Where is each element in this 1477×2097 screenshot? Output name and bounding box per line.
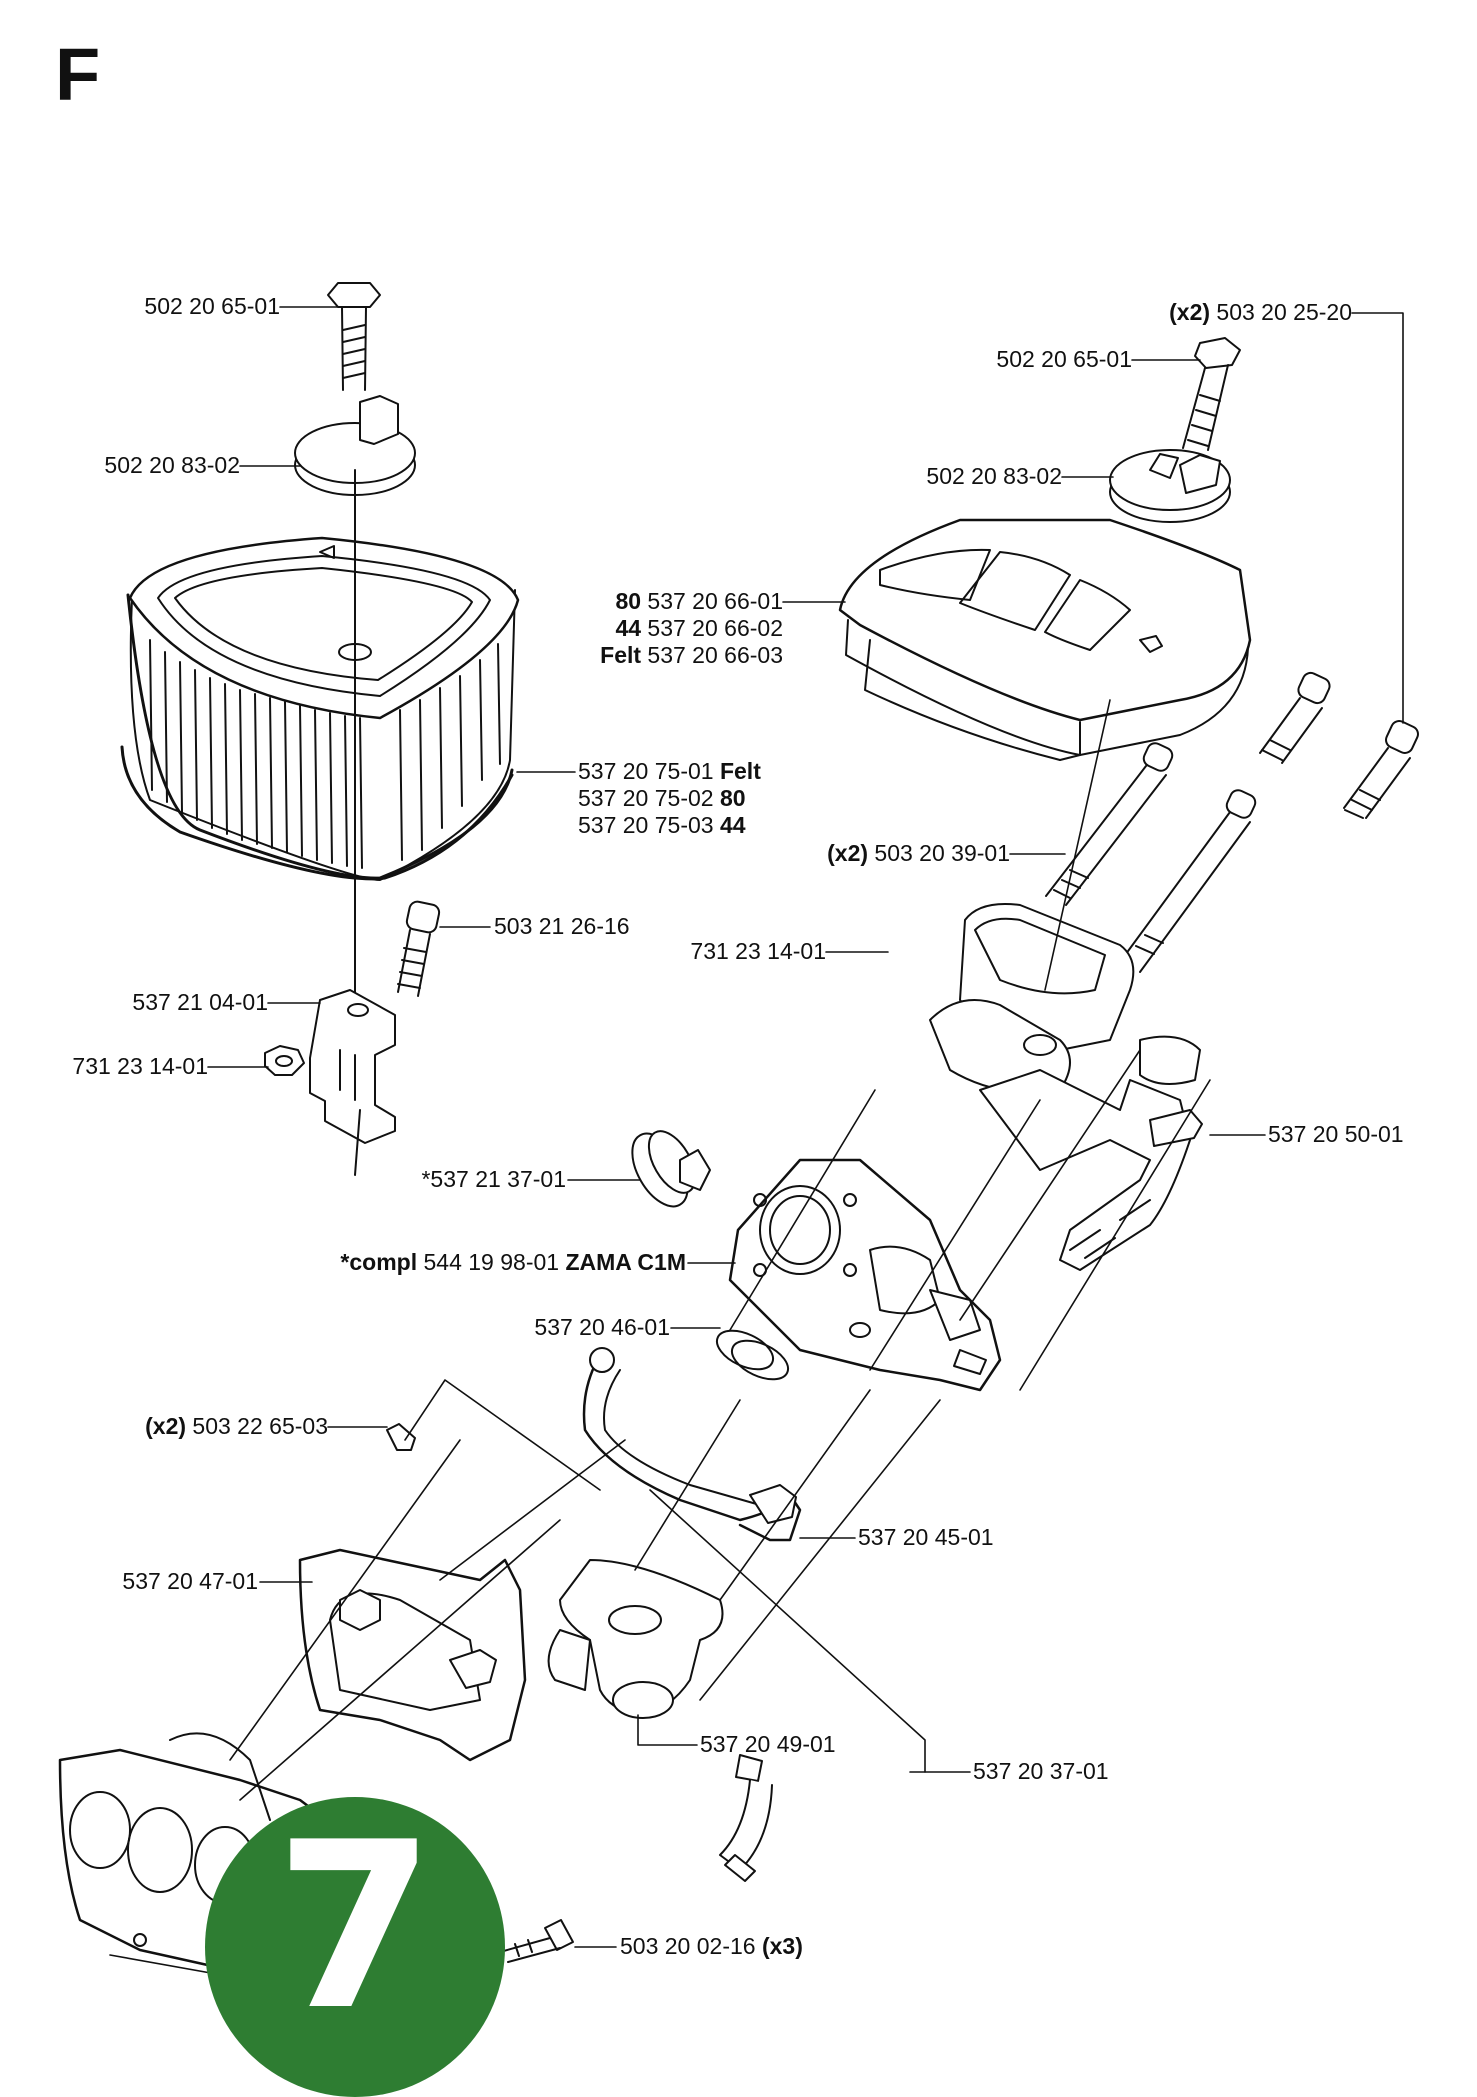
label-bolt-left: 502 20 65-01	[144, 293, 280, 319]
page-number-badge: 7	[205, 1797, 505, 2097]
section-letter: F	[55, 33, 101, 116]
seal-ring-icon	[715, 1329, 790, 1381]
screw-bottom-icon	[499, 1919, 574, 1963]
label-nut-right: 731 23 14-01	[690, 938, 826, 964]
bracket-icon	[309, 989, 396, 1176]
parts-diagram	[58, 282, 1419, 1982]
page-number: 7	[274, 1794, 436, 2061]
label-screw-left: 503 21 26-16	[494, 913, 630, 939]
clip-icon	[386, 1423, 416, 1451]
screw-39-long-icon	[1119, 789, 1257, 973]
label-hose: 537 20 37-01	[973, 1758, 1109, 1784]
filter-cover-icon	[838, 518, 1252, 761]
label-pump-cover: *537 21 37-01	[421, 1166, 566, 1192]
label-screw-39: (x2) 503 20 39-01	[827, 840, 1010, 866]
label-washer-left: 502 20 83-02	[104, 452, 240, 478]
label-screw-bottom: 503 20 02-16 (x3)	[620, 1933, 803, 1959]
long-screw-x2-icon	[1343, 720, 1419, 819]
clamp-strap-icon	[582, 1347, 802, 1542]
label-strap: 537 20 45-01	[858, 1524, 994, 1550]
label-washer-right: 502 20 83-02	[926, 463, 1062, 489]
leader-lines	[109, 306, 1404, 1981]
carb-adapter-icon	[929, 903, 1201, 1094]
label-base: 537 20 50-01	[1268, 1121, 1404, 1147]
label-cover: 80 537 20 66-01 44 537 20 66-02 Felt 537…	[600, 588, 783, 668]
label-insulator: 537 20 47-01	[122, 1568, 258, 1594]
label-carburetor: *compl 544 19 98-01 ZAMA C1M	[340, 1249, 686, 1275]
screw-39-lower-icon	[1045, 742, 1174, 906]
label-bracket: 537 21 04-01	[132, 989, 268, 1015]
label-seal: 537 20 46-01	[534, 1314, 670, 1340]
bolt-right-icon	[1182, 337, 1241, 451]
washer-knob-left-icon	[294, 395, 416, 496]
fuel-hose-icon	[719, 1754, 773, 1882]
label-long-screw: (x2) 503 20 25-20	[1169, 299, 1352, 325]
base-plate-icon	[979, 1069, 1203, 1271]
label-intake: 537 20 49-01	[700, 1731, 836, 1757]
intake-elbow-icon	[547, 1559, 724, 1719]
label-clip: (x2) 503 22 65-03	[145, 1413, 328, 1439]
screw-39-upper-icon	[1259, 671, 1331, 764]
label-filter: 537 20 75-01 Felt 537 20 75-02 80 537 20…	[578, 758, 761, 838]
washer-knob-right-icon	[1109, 449, 1231, 523]
label-bolt-right: 502 20 65-01	[996, 346, 1132, 372]
air-filter-icon	[120, 536, 520, 881]
screw-left-icon	[397, 900, 441, 997]
nut-left-icon	[264, 1045, 305, 1076]
bolt-left-icon	[327, 282, 381, 391]
pump-cover-icon	[631, 1130, 711, 1208]
label-nut-left: 731 23 14-01	[72, 1053, 208, 1079]
insulator-block-icon	[298, 1548, 527, 1762]
